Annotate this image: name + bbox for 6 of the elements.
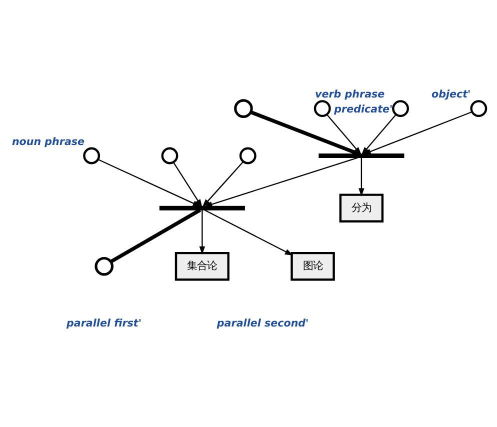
node-label: object'	[430, 88, 470, 100]
node-label: predicate'	[334, 102, 392, 115]
label: parallel second'	[216, 317, 308, 330]
label: parallel first'	[66, 317, 142, 330]
node-label: noun phrase	[11, 135, 84, 148]
node-label: verb phrase	[314, 88, 384, 100]
